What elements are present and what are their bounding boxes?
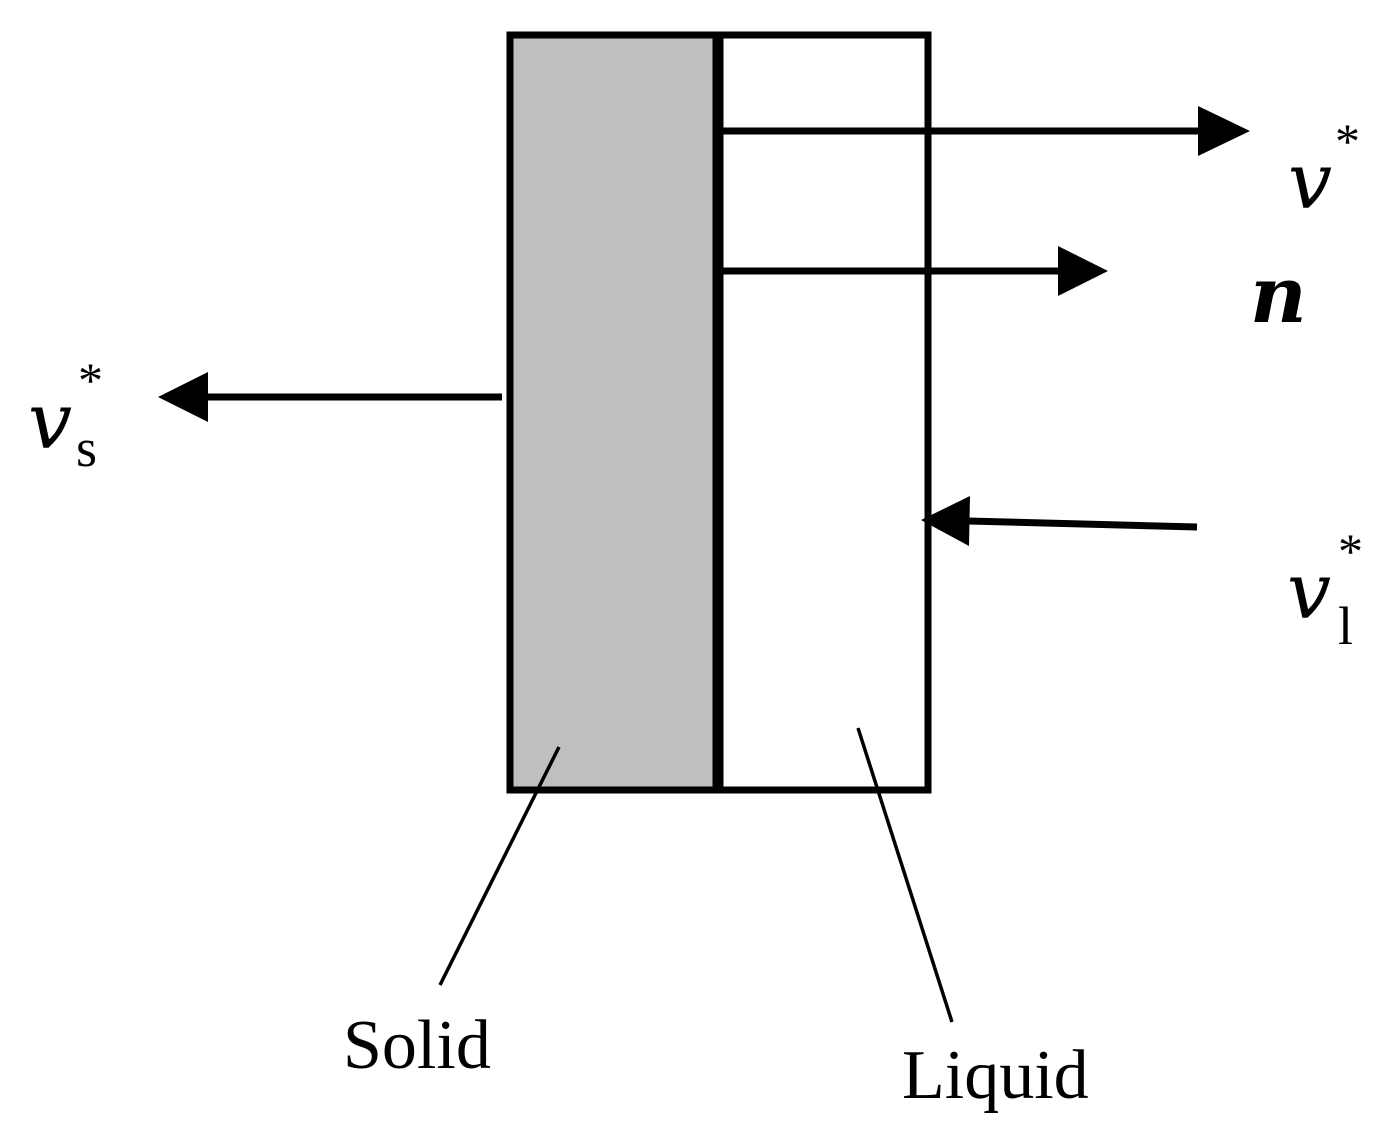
v-star-arrow: [722, 106, 1250, 156]
v-s-arrow: [158, 372, 502, 422]
svg-text:s: s: [76, 418, 97, 478]
v-star-label: v *: [1288, 113, 1360, 227]
n-label: n: [1250, 250, 1307, 341]
svg-text:*: *: [78, 352, 103, 408]
normal-arrow: [722, 246, 1108, 296]
svg-text:*: *: [1338, 523, 1363, 579]
v-l-label: v * l: [1287, 523, 1363, 656]
liquid-label: Liquid: [902, 1037, 1089, 1114]
solid-region: [506, 31, 722, 794]
v-l-arrow: [921, 496, 1198, 546]
svg-text:v: v: [28, 377, 72, 467]
solid-label: Solid: [343, 1007, 491, 1084]
liquid-region: [714, 31, 932, 794]
liquid-leader-line: [856, 727, 954, 1023]
solid-leader-line: [438, 746, 561, 986]
v-s-label: v * s: [28, 352, 103, 478]
svg-text:v: v: [1287, 547, 1331, 637]
svg-text:v: v: [1288, 137, 1332, 227]
svg-text:*: *: [1335, 113, 1360, 169]
svg-text:l: l: [1338, 596, 1353, 656]
